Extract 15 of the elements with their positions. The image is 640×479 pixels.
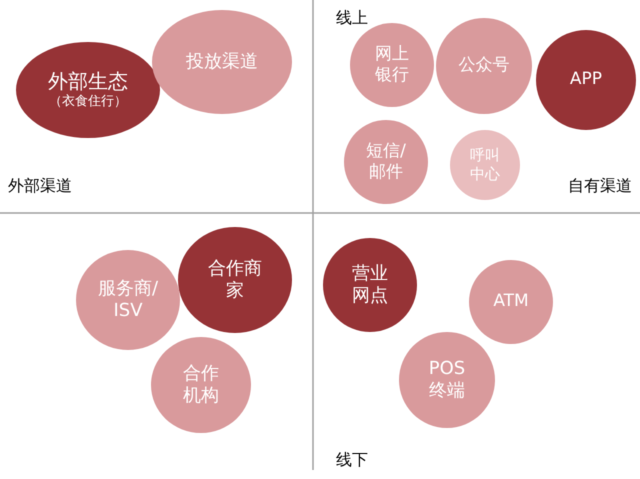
circle-node: 外部生态 （衣食住行） [16,42,160,138]
circle-node: APP [536,30,636,130]
circle-node: 合作商家 [178,227,292,333]
circle-node: 合作机构 [151,337,251,433]
circle-node: 短信/邮件 [344,120,428,204]
circle-node: 营业网点 [323,238,417,332]
quadrant-label: 线下 [336,450,368,471]
quadrant-label: 外部渠道 [8,176,72,197]
circle-node: 公众号 [436,18,532,114]
circle-node: ATM [469,260,553,344]
circle-node: 投放渠道 [152,10,292,114]
circle-node: 服务商/ISV [76,250,180,350]
quadrant-label: 自有渠道 [568,176,632,197]
circle-node: POS终端 [399,332,495,428]
circle-node: 呼叫中心 [450,130,520,200]
